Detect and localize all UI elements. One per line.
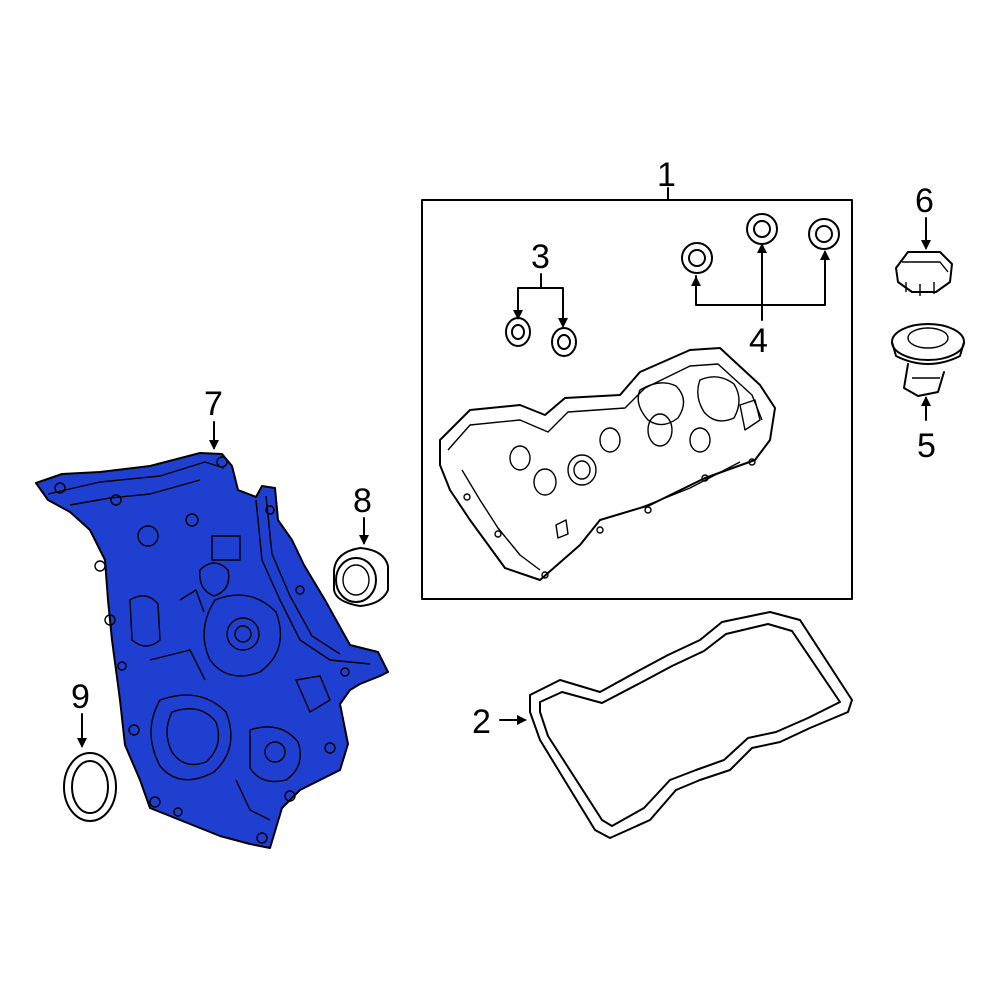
callout-5[interactable]: 5 — [917, 427, 936, 465]
callout-8-group: 8 — [353, 482, 372, 545]
callout-1[interactable]: 1 — [657, 156, 676, 194]
callout-7-group: 7 — [204, 385, 223, 450]
callout-6[interactable]: 6 — [915, 182, 934, 220]
callout-4-group: 4 — [691, 243, 830, 360]
callout-4[interactable]: 4 — [749, 322, 768, 360]
callout-2[interactable]: 2 — [472, 703, 491, 741]
seal-a[interactable] — [681, 242, 713, 274]
callout-9-group: 9 — [71, 678, 90, 748]
callout-2-group: 2 — [472, 703, 527, 741]
valve-cover-gasket[interactable] — [529, 611, 853, 839]
callout-3-group: 3 — [513, 238, 568, 328]
callout-8[interactable]: 8 — [353, 482, 372, 520]
callout-3-leader-a — [513, 273, 542, 320]
seal-b[interactable] — [746, 213, 778, 245]
oil-filler-cap[interactable] — [895, 251, 953, 296]
callout-9[interactable]: 9 — [71, 678, 90, 716]
crankshaft-seal[interactable] — [63, 752, 117, 822]
camshaft-seal[interactable] — [333, 547, 389, 607]
timing-cover[interactable] — [35, 452, 389, 849]
seal-c[interactable] — [808, 218, 840, 250]
pcv-valve[interactable] — [891, 323, 965, 397]
callout-3[interactable]: 3 — [531, 238, 550, 276]
callout-4-leader-base — [695, 251, 826, 306]
callout-1-group: 1 — [421, 156, 853, 600]
callout-5-group: 5 — [917, 396, 936, 465]
valve-cover-kit-box — [421, 199, 853, 600]
callout-3-leader-b — [540, 287, 568, 328]
timing-cover-details — [47, 456, 371, 844]
spark-plug-tube-seal-b[interactable] — [551, 327, 577, 357]
callout-7[interactable]: 7 — [204, 385, 223, 423]
callout-6-group: 6 — [915, 182, 934, 250]
spark-plug-tube-seal-a[interactable] — [505, 317, 531, 347]
valve-cover[interactable] — [439, 347, 776, 581]
